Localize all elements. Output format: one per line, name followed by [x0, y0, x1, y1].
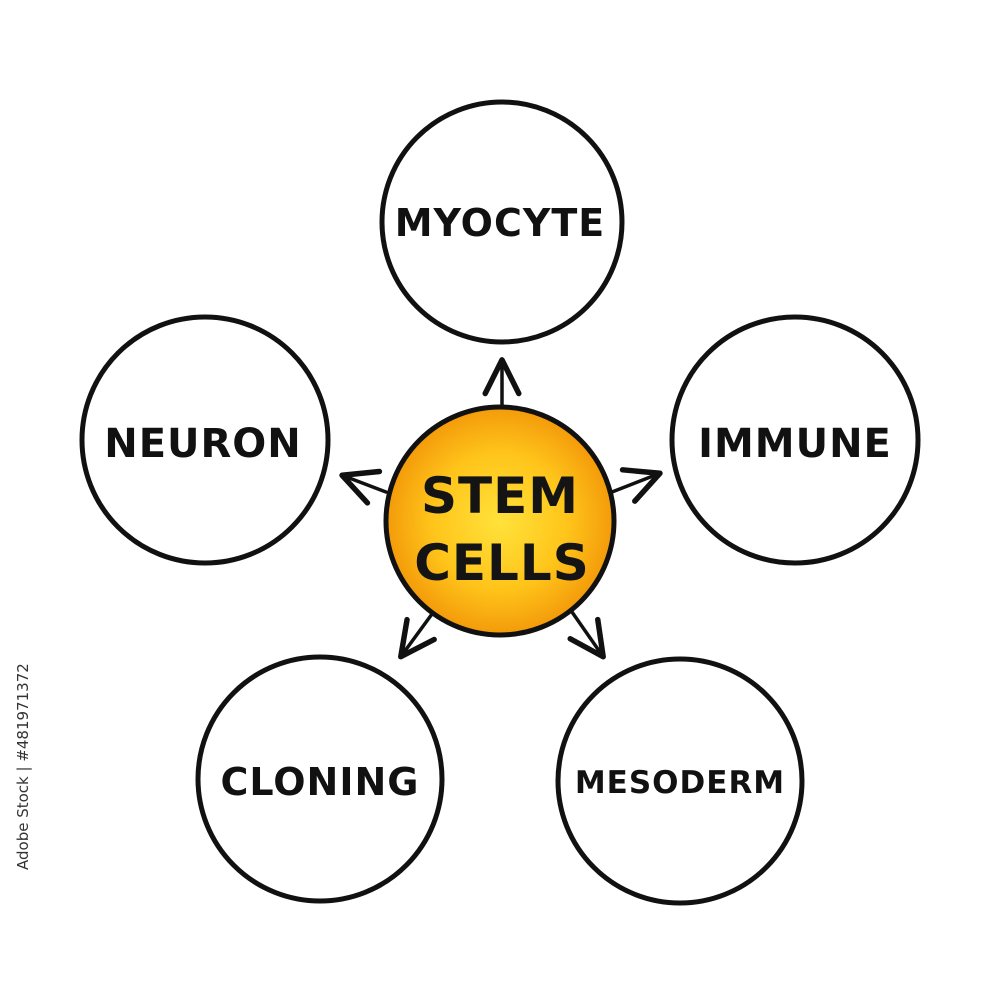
arrow-to-neuron	[339, 468, 388, 506]
arrow-to-mesoderm	[567, 610, 606, 660]
node-myocyte: MYOCYTE	[379, 99, 625, 345]
node-neuron: NEURON	[79, 314, 331, 566]
node-mesoderm: MESODERM	[555, 656, 805, 906]
center-label-line2: CELLS	[414, 534, 590, 592]
node-label-neuron: NEURON	[104, 421, 302, 467]
node-cloning: CLONING	[195, 654, 445, 904]
arrow-to-immune	[610, 467, 663, 504]
center-label-line1: STEM	[421, 467, 579, 525]
node-label-immune: IMMUNE	[698, 421, 892, 467]
stock-watermark-id: Adobe Stock | #481971372	[14, 663, 32, 870]
node-label-cloning: CLONING	[221, 760, 420, 804]
arrow-to-cloning	[398, 612, 437, 660]
node-label-mesoderm: MESODERM	[575, 765, 785, 801]
node-label-myocyte: MYOCYTE	[395, 201, 606, 245]
node-center-stem-cells: STEM CELLS	[383, 404, 617, 638]
node-immune: IMMUNE	[669, 314, 921, 566]
